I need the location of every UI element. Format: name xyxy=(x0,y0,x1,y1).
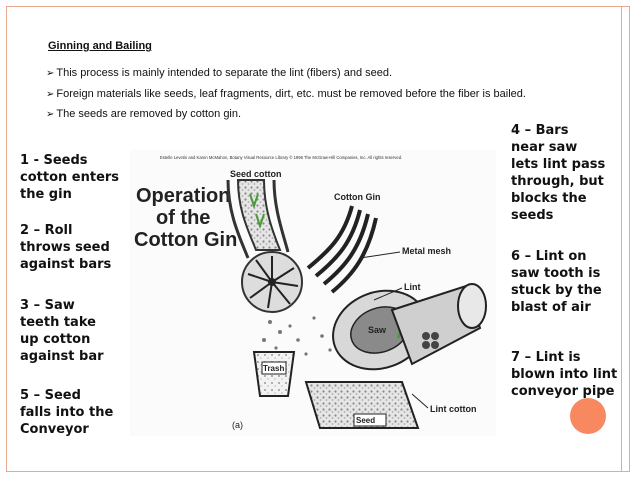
slide-frame xyxy=(6,6,630,472)
diagram-heading-line3: Cotton Gin xyxy=(134,229,237,251)
step-6-label: 6 – Lint on saw tooth is stuck by the bl… xyxy=(511,249,602,315)
bullet-item: ➢This process is mainly intended to sepa… xyxy=(46,67,393,79)
lint-cotton-label: Lint cotton xyxy=(430,404,477,414)
arrow-bullet-icon: ➢ xyxy=(46,68,55,79)
arrow-bullet-icon: ➢ xyxy=(46,89,55,100)
seed-label: Seed xyxy=(356,416,375,425)
cotton-gin-label: Cotton Gin xyxy=(334,192,381,202)
bullet-item: ➢Foreign materials like seeds, leaf frag… xyxy=(46,88,526,100)
diagram-heading-line1: Operation xyxy=(136,185,230,207)
step-7-label: 7 – Lint is blown into lint conveyor pip… xyxy=(511,350,618,399)
lint-label: Lint xyxy=(404,282,421,292)
gin-bars xyxy=(306,205,378,294)
accent-circle xyxy=(570,398,606,434)
arrow-bullet-icon: ➢ xyxy=(46,109,55,120)
trash-label: Trash xyxy=(263,364,284,373)
step-3-label: 3 – Saw teeth take up cotton against bar xyxy=(20,298,104,364)
step-5-label: 5 – Seed falls into the Conveyor xyxy=(20,388,114,437)
saw-label: Saw xyxy=(368,325,387,335)
step-4-label: 4 – Bars near saw lets lint pass through… xyxy=(511,123,606,223)
cotton-gin-diagram: Estelle Levetin and Karen McMahon, Botan… xyxy=(130,150,496,436)
slide-right-rule xyxy=(621,6,622,472)
step-1-label: 1 - Seeds cotton enters the gin xyxy=(20,153,120,202)
panel-label: (a) xyxy=(232,420,243,430)
seed-cotton-chute xyxy=(236,179,282,251)
metal-mesh-label: Metal mesh xyxy=(402,246,451,256)
green-flow-arrow xyxy=(249,193,259,210)
seed-conveyor xyxy=(304,381,420,429)
diagram-credit: Estelle Levetin and Karen McMahon, Botan… xyxy=(160,155,402,160)
diagram-heading-line2: of the xyxy=(156,207,210,229)
bullet-item: ➢The seeds are removed by cotton gin. xyxy=(46,108,242,120)
seed-cotton-label: Seed cotton xyxy=(230,169,282,179)
step-2-label: 2 – Roll throws seed against bars xyxy=(20,223,112,272)
slide-title: Ginning and Bailing xyxy=(48,40,152,52)
